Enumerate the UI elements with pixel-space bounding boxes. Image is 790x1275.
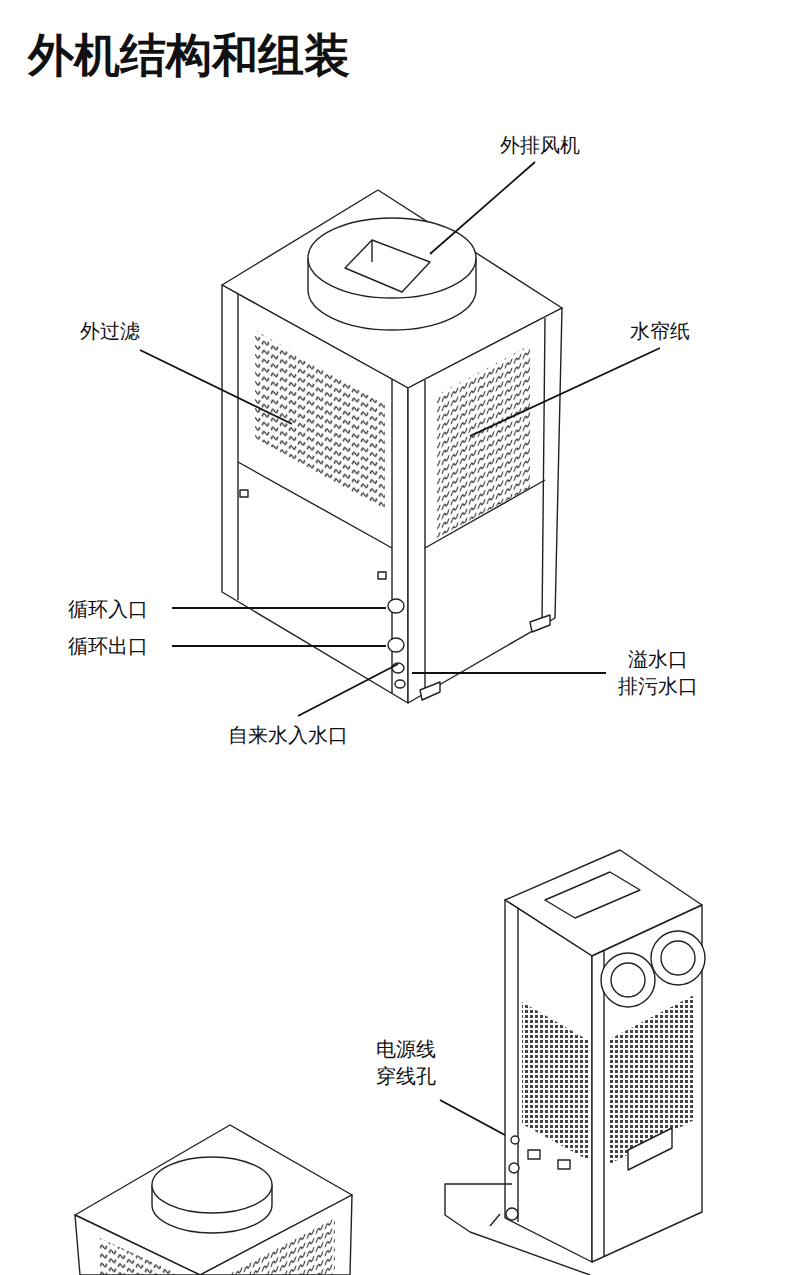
indoor-units: [628, 1128, 672, 1170]
part-label: 外过滤: [80, 318, 140, 345]
indoor-units: [611, 963, 645, 997]
indoor-units: [592, 905, 702, 1262]
part-label: 循环入口: [68, 596, 148, 623]
outdoor-unit: [530, 615, 550, 632]
outdoor-unit: [237, 294, 238, 600]
leader-line: [172, 607, 386, 609]
part-label: 外排风机: [500, 132, 580, 159]
indoor-units: [651, 931, 705, 985]
indoor-units: [445, 1184, 512, 1232]
outdoor-unit: [420, 682, 440, 700]
outdoor-unit: [388, 599, 404, 613]
outdoor-unit: [408, 308, 562, 703]
indoor-units: [528, 1150, 540, 1159]
indoor-units: [522, 1002, 588, 1160]
part-label: 自来水入水口: [228, 722, 348, 749]
indoor-units: [152, 1157, 272, 1213]
indoor-units: [511, 1136, 519, 1144]
leader-line: [440, 1100, 514, 1140]
outdoor-unit: [345, 240, 430, 292]
indoor-units: [601, 953, 655, 1007]
leader-line: [172, 645, 386, 647]
outdoor-unit: [437, 345, 530, 538]
indoor-units: [545, 872, 640, 918]
indoor-units: [558, 1160, 570, 1169]
part-label: 电源线 穿线孔: [364, 1036, 448, 1090]
indoor-units: [661, 941, 695, 975]
leader-line: [430, 162, 535, 254]
outdoor-unit: [255, 330, 385, 510]
part-label: 水帘纸: [630, 318, 690, 345]
indoor-units: [517, 908, 518, 1222]
outdoor-unit: [542, 318, 545, 625]
outdoor-unit: [308, 218, 476, 298]
outdoor-unit: [222, 285, 408, 703]
indoor-units: [506, 1208, 518, 1220]
part-label: 循环出口: [68, 633, 148, 660]
page-title: 外机结构和组装: [28, 28, 350, 83]
indoor-units: [490, 1214, 500, 1226]
outdoor-unit: [378, 572, 386, 579]
leader-line: [412, 672, 606, 674]
outdoor-unit: [240, 490, 248, 497]
leader-line: [140, 350, 292, 424]
indoor-units: [225, 1218, 335, 1275]
indoor-units: [100, 1238, 180, 1275]
outdoor-unit: [371, 240, 372, 262]
leader-line: [470, 348, 660, 436]
indoor-units: [75, 850, 705, 1275]
indoor-units: [75, 1125, 352, 1275]
outdoor-unit: [395, 680, 405, 688]
indoor-units: [505, 900, 592, 1262]
outdoor-unit: [388, 638, 404, 652]
outdoor-unit: [222, 190, 562, 703]
part-label: 溢水口 排污水口: [608, 646, 708, 700]
indoor-units: [509, 1163, 519, 1173]
indoor-units: [603, 950, 604, 1256]
outdoor-unit: [424, 380, 425, 694]
indoor-units: [470, 1232, 590, 1275]
leader-line: [298, 664, 398, 716]
